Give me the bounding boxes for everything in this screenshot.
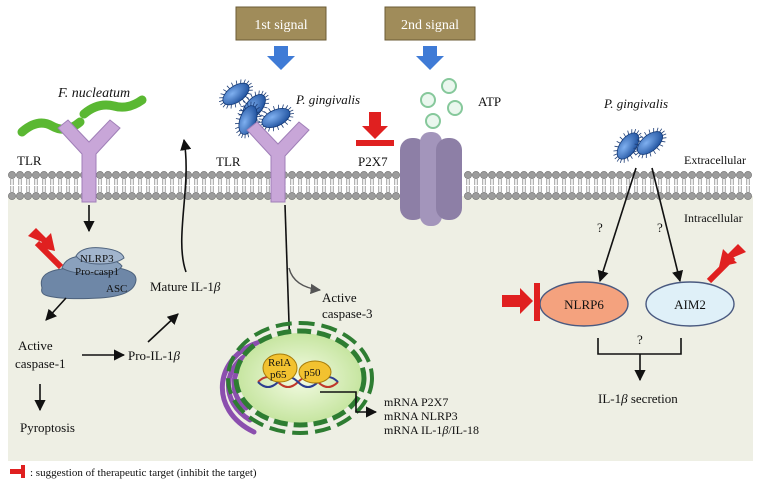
mrna-nlrp3-label: mRNA NLRP3: [384, 409, 458, 423]
rela-label: RelA: [268, 357, 291, 369]
p2x7-label: P2X7: [358, 154, 388, 169]
intracellular-region: [8, 196, 753, 461]
il1b-secretion-label: IL-1β secretion: [598, 391, 678, 406]
extracellular-label: Extracellular: [684, 153, 746, 167]
first-signal-label: 1st signal: [254, 18, 307, 33]
tlr-center-label: TLR: [216, 154, 241, 169]
tlr-left-label: TLR: [17, 153, 42, 168]
p50-subunit: [298, 360, 332, 384]
inflammasome-to-casp1-arrow: [45, 297, 67, 321]
pg-right-label: P. gingivalis: [603, 96, 668, 111]
aim2-label: AIM2: [674, 297, 706, 312]
cell-membrane: [8, 171, 752, 200]
pg-center-label: P. gingivalis: [295, 92, 360, 107]
question-nlrp6: ?: [597, 220, 603, 235]
active-casp1-line1: Active: [18, 338, 53, 353]
rela-p65-subunit: [262, 353, 298, 383]
transcription-arrow: [320, 391, 378, 418]
fn-bacterium-icon: [79, 95, 147, 119]
mature-il1b-label: Mature IL-1β: [150, 279, 221, 294]
nlrp6-label: NLRP6: [564, 297, 604, 312]
mature-il1b-secretion-arrow: [180, 138, 192, 273]
aim2-node: [645, 281, 735, 327]
nlrp6-inhibitor-icon: [502, 283, 540, 321]
second-signal-box: 2nd signal: [384, 6, 476, 41]
tlr-to-nfkb-arrow: [284, 204, 296, 354]
active-casp3-line2: caspase-3: [322, 306, 373, 321]
second-signal-label: 2nd signal: [401, 18, 459, 33]
p2x7-channel-icon: [400, 132, 462, 226]
proil1b-to-mature-arrow: [147, 313, 179, 343]
legend-text: : suggestion of therapeutic target (inhi…: [30, 467, 257, 479]
p50-label: p50: [304, 367, 321, 379]
active-casp1-line2: caspase-1: [15, 356, 66, 371]
atp-molecules-icon: [420, 78, 463, 129]
aim2-inhibitor-icon: [706, 244, 746, 284]
to-casp3-arrow: [288, 267, 322, 295]
nucleus: [238, 333, 362, 423]
p65-label: p65: [270, 369, 287, 381]
pyroptosis-label: Pyroptosis: [20, 420, 75, 435]
question-convergence: ?: [637, 332, 643, 347]
outer-envelope: [226, 321, 374, 435]
atp-label: ATP: [478, 94, 501, 109]
pro-il1b-label: Pro-IL-1β: [128, 348, 181, 363]
mrna-p2x7-label: mRNA P2X7: [384, 395, 448, 409]
tlr-left-receptor-icon: [57, 119, 121, 203]
first-signal-arrow-icon: [267, 46, 295, 70]
pg-right-bacteria-icon: [613, 127, 667, 164]
p2x7-inhibitor-icon: [356, 112, 394, 146]
nlrp3-label: NLRP3: [80, 253, 114, 265]
intracellular-label: Intracellular: [684, 211, 743, 225]
inflammasome-complex-icon: [40, 247, 137, 300]
fn-label: F. nucleatum: [57, 86, 130, 101]
inflammasome-inhibitor-icon: [28, 228, 64, 270]
active-casp3-line1: Active: [322, 290, 357, 305]
pg-to-nlrp6-arrow: [597, 167, 637, 283]
nuclear-envelope: [233, 328, 367, 428]
first-signal-box: 1st signal: [235, 6, 327, 41]
asc-label: ASC: [106, 283, 127, 295]
procasp1-label: Pro-casp1: [75, 266, 119, 278]
tlr-center-receptor-icon: [246, 121, 310, 203]
question-aim2: ?: [657, 220, 663, 235]
second-signal-arrow-icon: [416, 46, 444, 70]
mrna-il1b-label: mRNA IL-1β/IL-18: [384, 423, 479, 437]
pg-to-aim2-arrow: [651, 167, 684, 283]
legend-inhibitor-icon: [10, 465, 25, 478]
